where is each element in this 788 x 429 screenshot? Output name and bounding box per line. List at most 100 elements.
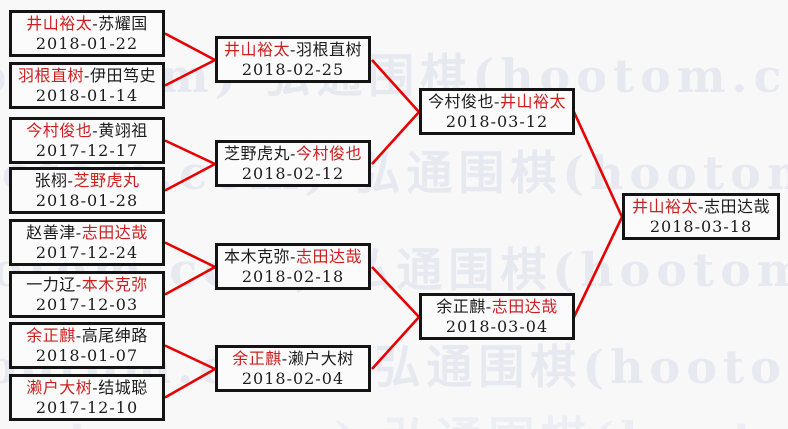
match-box-round1-4: 张栩-芝野虎丸 2018-01-28 — [9, 167, 165, 214]
player2-name: 志田达哉 — [295, 246, 362, 266]
player2-name: 黄翊祖 — [98, 120, 148, 140]
player1-name: 井山裕太 — [224, 39, 291, 59]
players-separator: - — [75, 274, 82, 294]
players-separator: - — [290, 39, 296, 59]
player1-name: 井山裕太 — [632, 196, 699, 216]
players-separator: - — [84, 65, 90, 85]
connector-line — [164, 162, 216, 192]
player1-name: 今村俊也 — [428, 91, 495, 111]
connector-line — [164, 265, 216, 296]
match-players: 芝野虎丸-今村俊也 — [224, 144, 362, 164]
match-date: 2017-12-17 — [35, 140, 139, 160]
match-date: 2017-12-24 — [35, 242, 139, 262]
connector-line — [371, 266, 420, 318]
player2-name: 今村俊也 — [295, 143, 362, 163]
player1-name: 赵善津 — [26, 222, 76, 242]
player1-name: 张栩 — [34, 170, 68, 190]
players-separator: - — [494, 91, 500, 111]
players-separator: - — [290, 143, 296, 163]
match-date: 2017-12-03 — [35, 294, 139, 314]
match-players: 今村俊也-黄翊祖 — [26, 121, 147, 141]
match-box-round2-3: 本木克弥-志田达哉 2018-02-18 — [215, 243, 371, 290]
match-date: 2018-01-14 — [35, 85, 139, 105]
match-players: 余正麒-志田达哉 — [436, 297, 557, 317]
player2-name: 井山裕太 — [499, 91, 566, 111]
player2-name: 濑户大树 — [287, 348, 354, 368]
match-date: 2018-02-04 — [241, 368, 345, 388]
connector-line — [164, 367, 216, 399]
player1-name: 一力辽 — [26, 274, 76, 294]
player2-name: 芝野虎丸 — [73, 170, 140, 190]
match-box-round1-2: 羽根直树-伊田笃史 2018-01-14 — [9, 62, 165, 109]
players-separator: - — [75, 325, 82, 345]
match-players: 余正麒-高尾绅路 — [26, 326, 147, 346]
connector-line — [371, 111, 420, 165]
player1-name: 余正麒 — [26, 325, 76, 345]
connector-line — [164, 344, 216, 371]
match-date: 2018-02-12 — [241, 163, 345, 183]
match-players: 余正麒-濑户大树 — [232, 349, 353, 369]
match-players: 一力辽-本木克弥 — [26, 275, 147, 295]
match-players: 井山裕太-志田达哉 — [632, 197, 770, 217]
match-players: 井山裕太-羽根直树 — [224, 40, 362, 60]
match-players: 赵善津-志田达哉 — [26, 223, 147, 243]
match-date: 2018-01-28 — [35, 190, 139, 210]
player2-name: 羽根直树 — [295, 39, 362, 59]
players-separator: - — [290, 246, 296, 266]
match-players: 本木克弥-志田达哉 — [224, 247, 362, 267]
match-box-round1-8: 濑户大树-结城聪 2017-12-10 — [9, 374, 165, 421]
player1-name: 余正麒 — [232, 348, 282, 368]
match-box-round2-2: 芝野虎丸-今村俊也 2018-02-12 — [215, 140, 371, 187]
players-separator: - — [92, 377, 99, 397]
match-date: 2018-02-18 — [241, 266, 345, 286]
match-box-round1-5: 赵善津-志田达哉 2017-12-24 — [9, 219, 165, 266]
player2-name: 志田达哉 — [703, 196, 770, 216]
match-players: 羽根直树-伊田笃史 — [18, 66, 156, 86]
players-separator: - — [67, 170, 74, 190]
player1-name: 芝野虎丸 — [224, 143, 291, 163]
match-box-round2-4: 余正麒-濑户大树 2018-02-04 — [215, 345, 371, 392]
player2-name: 高尾绅路 — [81, 325, 148, 345]
match-players: 今村俊也-井山裕太 — [428, 92, 566, 112]
match-date: 2018-01-07 — [35, 345, 139, 365]
player1-name: 今村俊也 — [26, 120, 93, 140]
match-date: 2017-12-10 — [35, 397, 139, 417]
connector-line — [371, 316, 420, 370]
match-players: 井山裕太-苏耀国 — [26, 14, 147, 34]
match-date: 2018-03-04 — [445, 316, 549, 336]
players-separator: - — [485, 296, 492, 316]
connector-line — [371, 59, 420, 113]
player2-name: 本木克弥 — [81, 274, 148, 294]
match-box-round1-7: 余正麒-高尾绅路 2018-01-07 — [9, 322, 165, 369]
player1-name: 余正麒 — [436, 296, 486, 316]
match-box-final: 井山裕太-志田达哉 2018-03-18 — [622, 193, 780, 240]
player1-name: 井山裕太 — [26, 13, 93, 33]
match-box-round1-1: 井山裕太-苏耀国 2018-01-22 — [9, 10, 165, 57]
match-box-semifinal-1: 今村俊也-井山裕太 2018-03-12 — [419, 88, 575, 135]
player2-name: 志田达哉 — [81, 222, 148, 242]
connector-line — [164, 241, 216, 269]
players-separator: - — [75, 222, 82, 242]
player1-name: 本木克弥 — [224, 246, 291, 266]
connector-line — [164, 58, 216, 87]
match-box-round1-3: 今村俊也-黄翊祖 2017-12-17 — [9, 117, 165, 164]
players-separator: - — [92, 120, 99, 140]
player1-name: 濑户大树 — [26, 377, 93, 397]
players-separator: - — [281, 348, 288, 368]
player2-name: 苏耀国 — [98, 13, 148, 33]
match-date: 2018-01-22 — [35, 33, 139, 53]
connector-line — [572, 216, 624, 318]
player2-name: 志田达哉 — [491, 296, 558, 316]
players-separator: - — [92, 13, 99, 33]
player1-name: 羽根直树 — [18, 65, 85, 85]
match-box-semifinal-2: 余正麒-志田达哉 2018-03-04 — [419, 293, 575, 340]
match-date: 2018-02-25 — [241, 59, 345, 79]
match-date: 2018-03-12 — [445, 111, 549, 131]
match-players: 张栩-芝野虎丸 — [35, 171, 140, 191]
match-date: 2018-03-18 — [649, 216, 753, 236]
player2-name: 结城聪 — [98, 377, 148, 397]
match-players: 濑户大树-结城聪 — [26, 378, 147, 398]
match-box-round1-6: 一力辽-本木克弥 2017-12-03 — [9, 271, 165, 318]
